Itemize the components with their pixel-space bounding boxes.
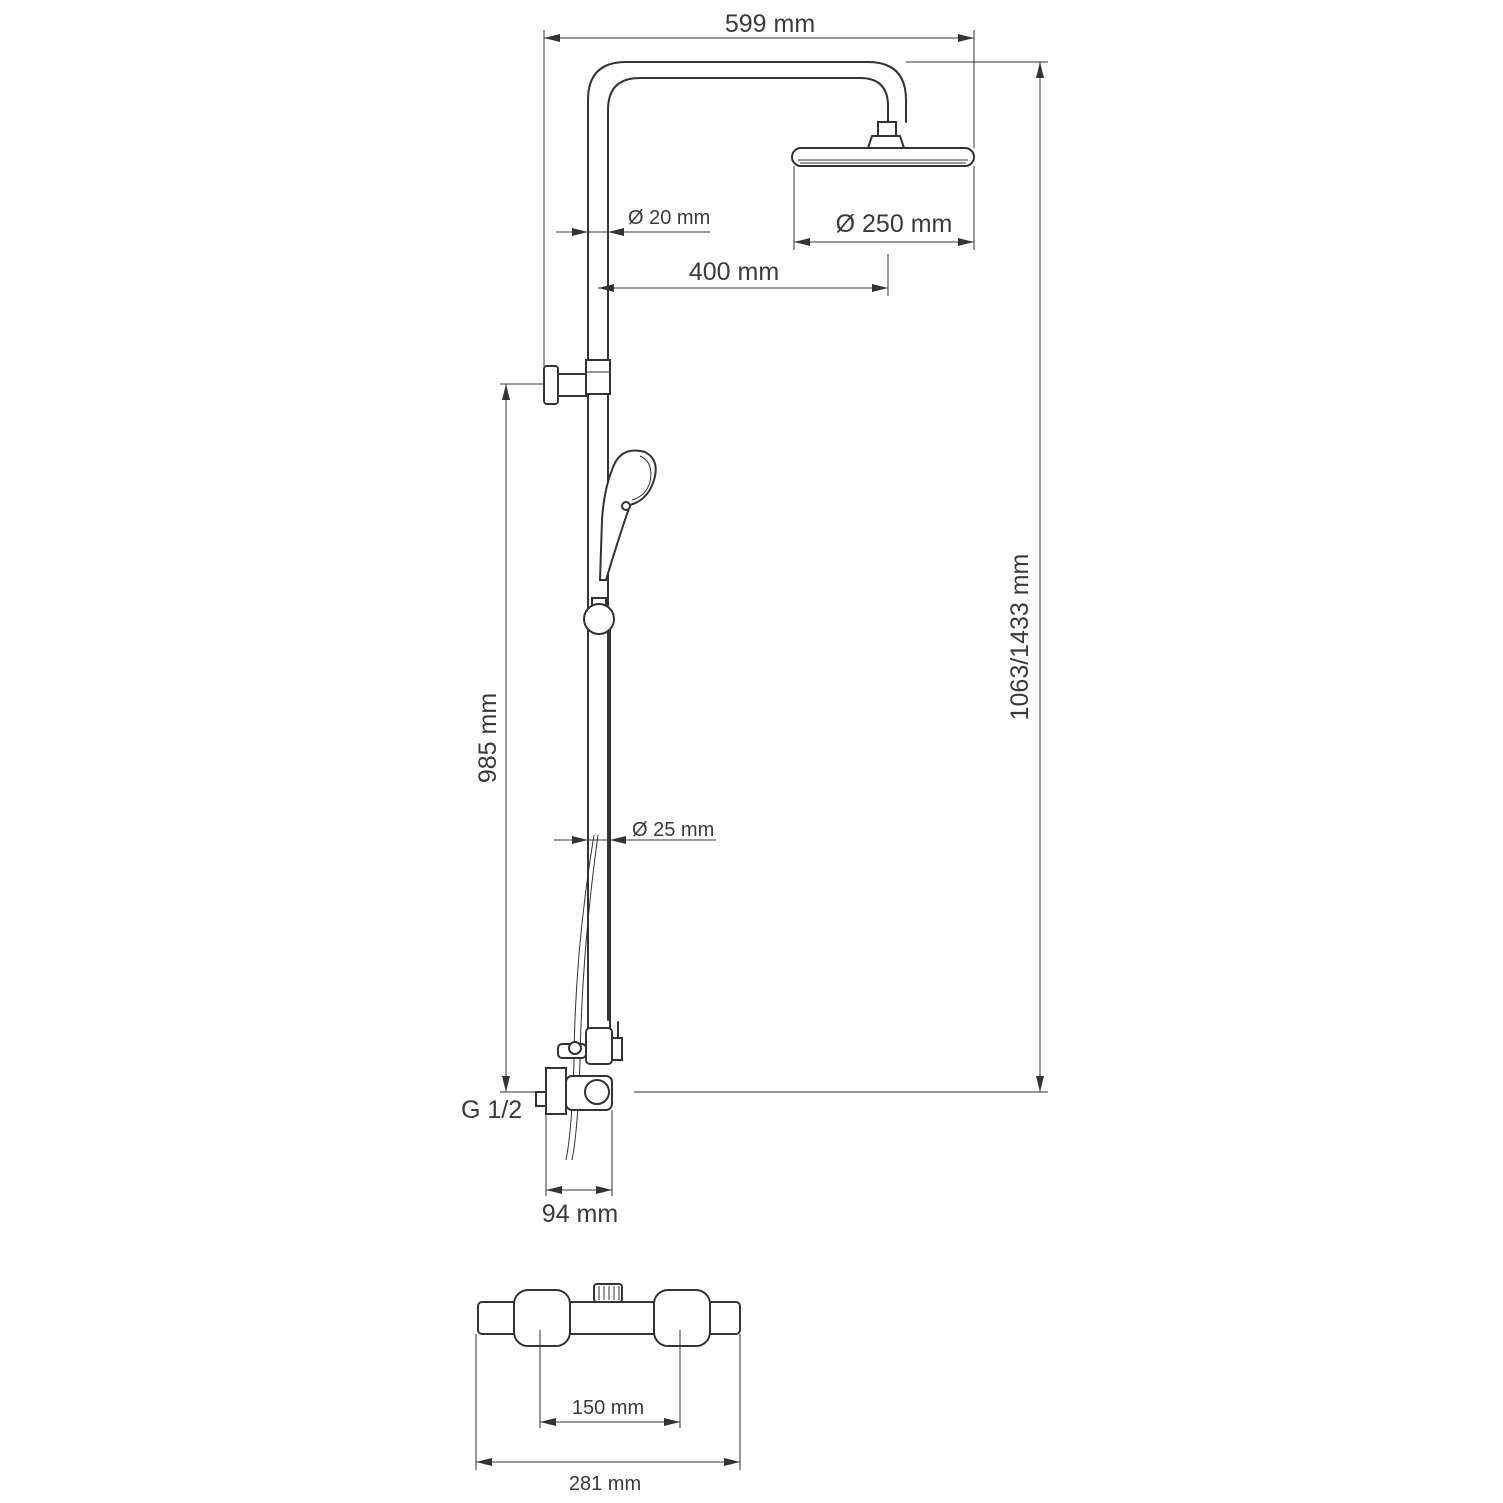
upper-riser-and-arm	[587, 61, 907, 1021]
hose-outlet-ring	[568, 1041, 582, 1055]
mixer-handle	[584, 1079, 610, 1105]
rain-shower-head	[791, 147, 975, 167]
connection-thread-label: G 1/2	[461, 1096, 522, 1124]
mixer-center-knob	[593, 1283, 623, 1303]
dim-25-arrow-l	[572, 836, 588, 844]
mixer-left-handle	[513, 1289, 571, 1347]
upper-wall-bracket-arm	[557, 373, 587, 397]
dim-height-arrow-t	[1036, 62, 1044, 78]
dim-25-arrow-r	[610, 836, 626, 844]
shower-hose	[565, 834, 599, 1161]
mixer-width-label: 281 mm	[569, 1473, 641, 1495]
slider-knob	[583, 603, 615, 635]
overall-height-label: 1063/1433 mm	[1006, 554, 1034, 721]
wall-connector	[545, 1067, 567, 1115]
dim-150-arrow-r	[664, 1418, 680, 1426]
head-nut	[877, 121, 897, 137]
hand-shower-button	[621, 501, 631, 511]
lower-tube-diameter-label: Ø 25 mm	[632, 819, 714, 841]
mixer-top-view	[475, 1283, 741, 1470]
overall-width-label: 599 mm	[725, 10, 815, 38]
dim-400-arrow-l	[598, 284, 614, 292]
diverter-knob	[611, 1037, 623, 1061]
upper-wall-bracket-plate	[543, 365, 559, 405]
dim-985-arrow-t	[502, 384, 510, 400]
dim-20-arrow-r	[608, 228, 624, 236]
dim-150-arrow-l	[540, 1418, 556, 1426]
hand-shower	[598, 449, 657, 581]
dim-599-arrow-l	[544, 34, 560, 42]
upper-tube-diameter-label: Ø 20 mm	[628, 207, 710, 229]
dim-250-arrow-l	[794, 238, 810, 246]
shower-column-side-view	[535, 61, 975, 1161]
dimension-lines	[500, 30, 1048, 1196]
inlet-spacing-label: 150 mm	[572, 1397, 644, 1419]
upper-sleeve	[585, 359, 611, 395]
dim-94-arrow-l	[546, 1186, 562, 1194]
lower-tube	[587, 619, 611, 1031]
dim-94-arrow-r	[596, 1186, 612, 1194]
dim-985-arrow-b	[502, 1076, 510, 1092]
hand-shower-face	[631, 455, 652, 501]
mixer-depth-label: 94 mm	[542, 1200, 618, 1228]
dim-400-arrow-r	[872, 284, 888, 292]
dim-281-arrow-l	[476, 1458, 492, 1466]
head-neck	[867, 135, 905, 149]
arm-reach-label: 400 mm	[689, 258, 779, 286]
dim-20-arrow-l	[572, 228, 588, 236]
dim-height-arrow-b	[1036, 1076, 1044, 1092]
diverter-body	[585, 1027, 613, 1065]
wall-plate	[535, 1091, 547, 1107]
dim-281-arrow-r	[724, 1458, 740, 1466]
dim-250-arrow-r	[958, 238, 974, 246]
bracket-height-label: 985 mm	[474, 693, 502, 783]
head-diameter-label: Ø 250 mm	[836, 210, 953, 238]
dim-599-arrow-r	[958, 34, 974, 42]
mixer-right-handle	[653, 1289, 711, 1347]
